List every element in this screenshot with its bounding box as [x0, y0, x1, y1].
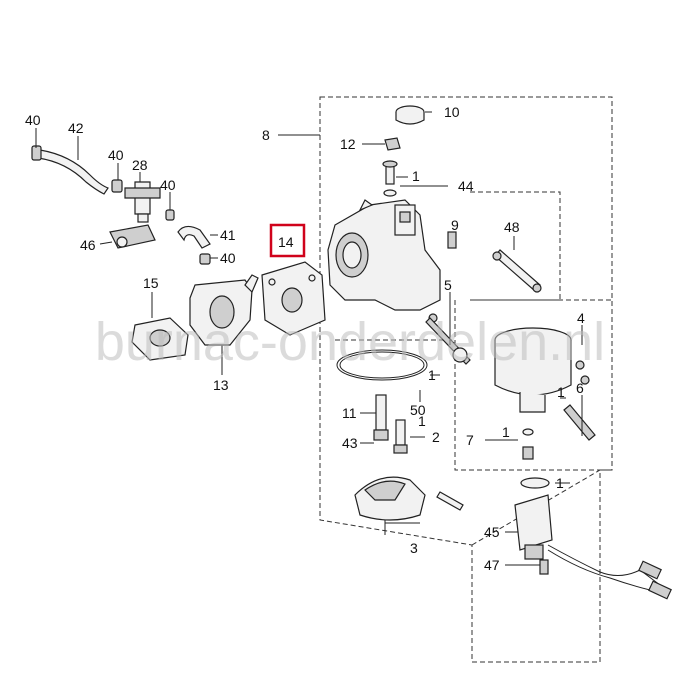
intake-joint-part — [189, 274, 259, 346]
callout-28: 28 — [132, 157, 148, 173]
hose-clip-part — [31, 145, 42, 161]
jet-part-2 — [393, 419, 408, 454]
callout-10: 10 — [444, 104, 460, 120]
pilot-screw-part — [492, 249, 542, 293]
fuel-cock-part — [109, 224, 156, 249]
drain-screw-part — [522, 428, 534, 460]
callout-9: 9 — [451, 217, 459, 233]
callout-6: 6 — [576, 380, 584, 396]
callout-1: 1 — [412, 168, 420, 184]
callout-15: 15 — [143, 275, 159, 291]
highlight-box — [269, 223, 306, 258]
callout-44: 44 — [458, 178, 474, 194]
callout-11: 11 — [342, 405, 357, 421]
solenoid-part — [514, 477, 672, 600]
gasket-part — [261, 261, 326, 336]
watermark-text: burnac-onderdelen.nl — [95, 312, 605, 372]
cap-part — [395, 105, 425, 125]
callout-1: 1 — [428, 367, 436, 383]
callout-2: 2 — [432, 429, 440, 445]
screw-9-part — [447, 231, 457, 249]
callout-45: 45 — [484, 524, 500, 540]
callout-7: 7 — [466, 432, 474, 448]
fuel-hose-group — [31, 145, 211, 265]
callout-1: 1 — [502, 424, 510, 440]
callout-50: 50 — [410, 402, 426, 418]
callout-1: 1 — [557, 384, 565, 400]
callout-43: 43 — [342, 435, 358, 451]
screw-parts-top — [382, 137, 401, 197]
callout-41: 41 — [220, 227, 236, 243]
callout-40: 40 — [160, 177, 176, 193]
main-jet-part — [373, 394, 389, 441]
float-pin-part — [436, 491, 464, 511]
callout-40: 40 — [220, 250, 236, 266]
callout-8: 8 — [262, 127, 270, 143]
callout-13: 13 — [213, 377, 229, 393]
callout-5: 5 — [444, 277, 452, 293]
insulator-part — [131, 317, 189, 361]
callout-47: 47 — [484, 557, 500, 573]
callout-labels: 40 42 40 28 40 46 41 40 15 13 14 8 10 12… — [25, 104, 585, 573]
callout-1: 1 — [418, 413, 426, 429]
carburetor-body — [327, 199, 471, 365]
float-part — [354, 476, 426, 521]
float-bowl-part — [494, 327, 596, 441]
callout-40: 40 — [25, 112, 41, 128]
callout-48: 48 — [504, 219, 520, 235]
callout-40: 40 — [108, 147, 124, 163]
callout-46: 46 — [80, 237, 96, 253]
callout-3: 3 — [410, 540, 418, 556]
callout-1: 1 — [556, 475, 564, 491]
callout-12: 12 — [340, 136, 356, 152]
o-ring-part — [336, 349, 428, 381]
callout-14: 14 — [278, 234, 294, 250]
callout-42: 42 — [68, 120, 84, 136]
callout-4: 4 — [577, 310, 585, 326]
leader-lines — [35, 111, 583, 566]
